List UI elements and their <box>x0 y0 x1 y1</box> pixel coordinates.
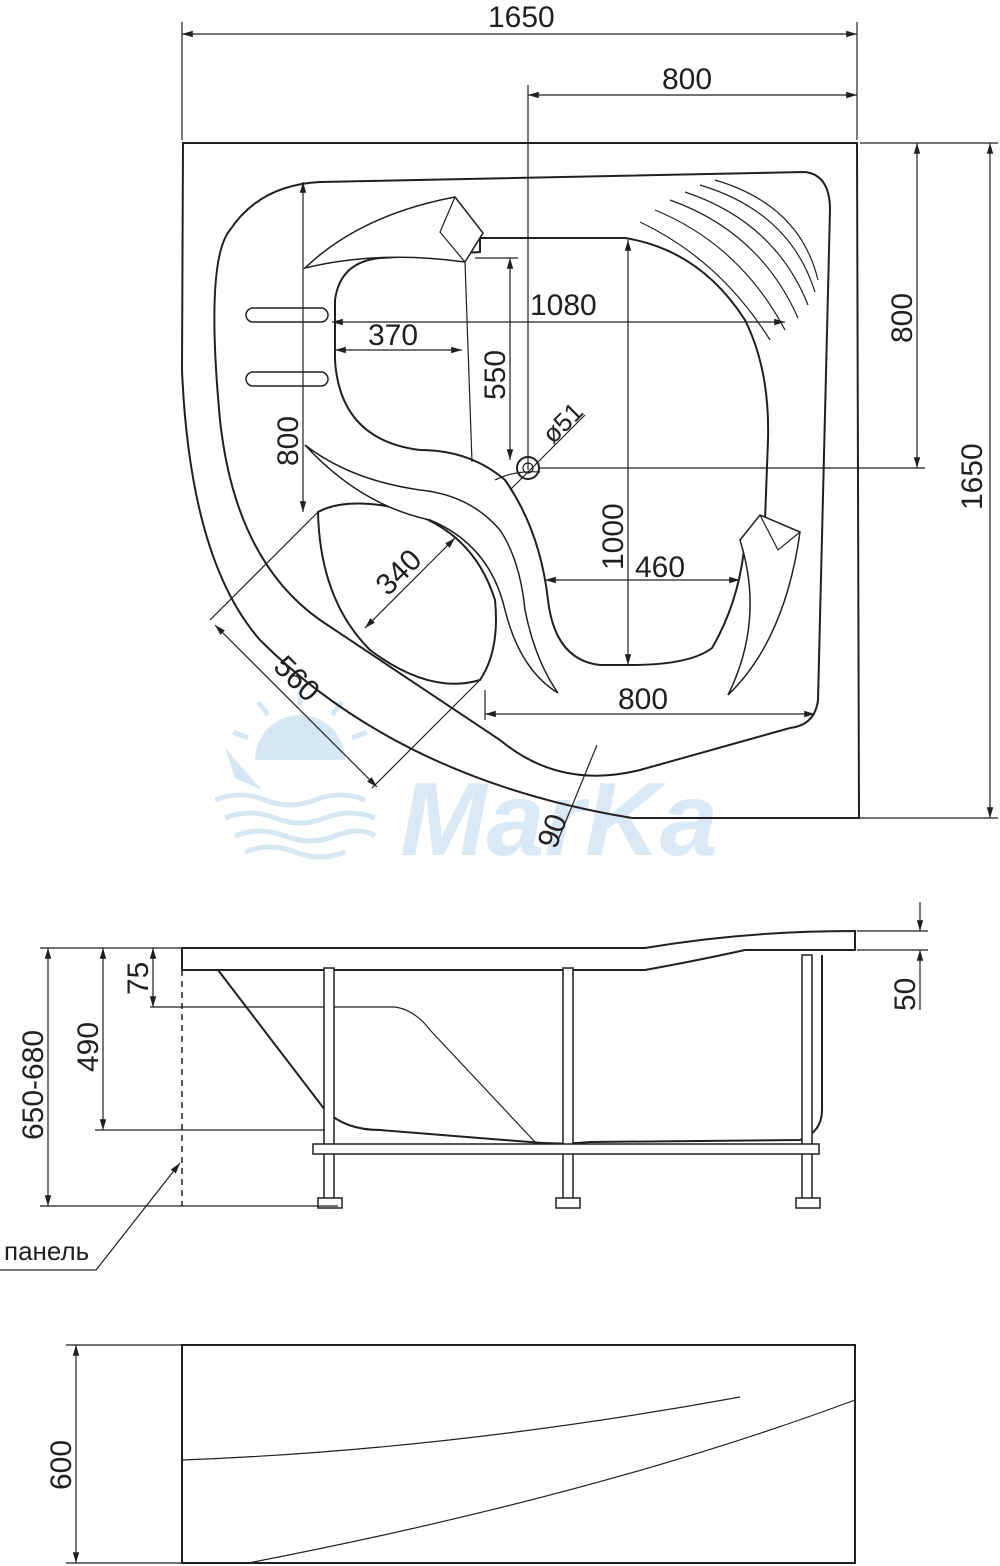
dim-basin-height: 490 <box>72 1022 105 1072</box>
dim-front-diagonal: 560 <box>267 650 326 709</box>
front-panel <box>181 1344 856 1564</box>
panel-curve-lower <box>247 1399 856 1564</box>
side-dimension-lines <box>0 902 928 1271</box>
dim-bottom-width: 800 <box>618 683 668 716</box>
armrest-top-left <box>302 196 484 270</box>
waves-icon <box>214 792 377 860</box>
side-seat-profile <box>150 1006 536 1143</box>
armrest-right <box>727 514 801 696</box>
tub-outer-shell <box>180 142 861 819</box>
top-view: 1650 800 1650 800 1080 370 550 ø51 800 1… <box>180 1 998 852</box>
dim-total-height: 650-680 <box>17 1030 50 1140</box>
dim-left-offset: 800 <box>272 416 305 466</box>
dim-overall-depth: 1650 <box>956 443 989 510</box>
panel-dimension-lines <box>66 1344 182 1564</box>
dim-seat-diagonal: 340 <box>370 543 429 602</box>
basin-contour <box>334 237 770 666</box>
frame-legs <box>312 954 821 1209</box>
s-divider <box>304 444 559 694</box>
side-rim <box>181 929 856 971</box>
dimension-lines <box>181 22 998 846</box>
dim-overall-width: 1650 <box>488 1 555 34</box>
dim-drain-diameter: ø51 <box>536 396 589 449</box>
side-view: 650-680 490 75 50 панель <box>0 902 928 1271</box>
watermark-logo: MarKa <box>214 690 718 878</box>
dim-rim-drop: 75 <box>122 962 155 995</box>
headrest-ridges <box>639 179 819 341</box>
side-basin <box>217 955 823 1145</box>
grab-handle-upper <box>245 307 329 323</box>
dim-right-offset: 800 <box>886 293 919 343</box>
dim-basin-depth: 1000 <box>597 503 630 570</box>
sun-icon <box>225 690 368 790</box>
dim-seat-width: 370 <box>368 319 418 352</box>
dim-panel-height: 600 <box>45 1440 78 1490</box>
watermark-text: MarKa <box>400 762 718 878</box>
panel-view: 600 <box>45 1344 856 1564</box>
dim-footwell: 460 <box>635 551 685 584</box>
grab-handle-lower <box>245 371 329 387</box>
dim-seat-span: 1080 <box>530 289 597 322</box>
dim-armrest-length: 550 <box>479 350 512 400</box>
dim-rim-thickness: 50 <box>889 978 922 1011</box>
panel-label: панель <box>4 1236 89 1266</box>
dim-drain-offset: 800 <box>662 63 712 96</box>
panel-curve-upper <box>181 1396 741 1461</box>
